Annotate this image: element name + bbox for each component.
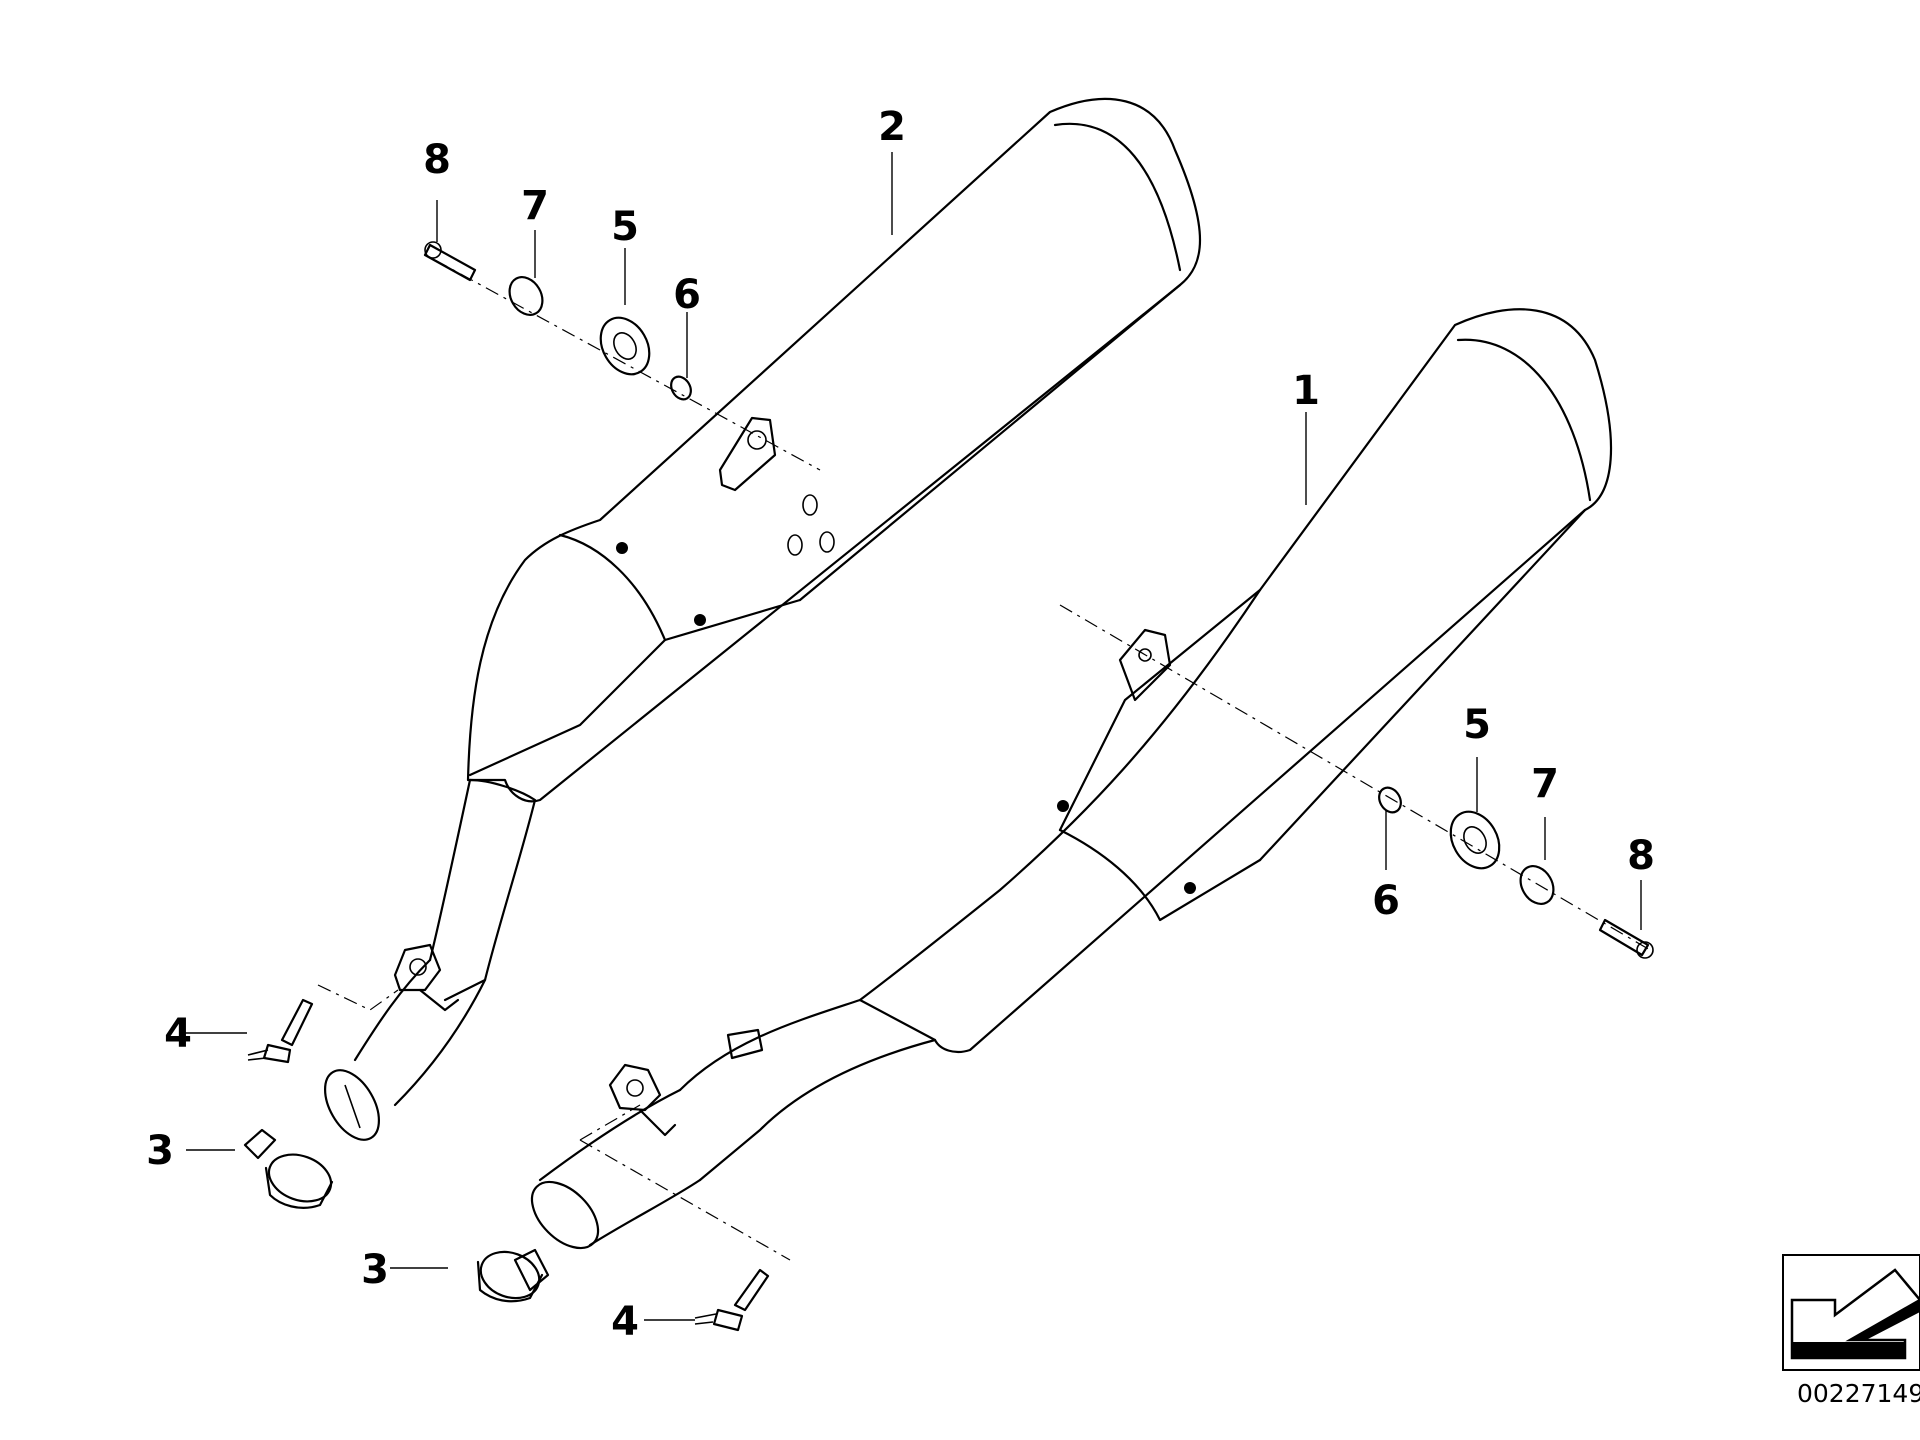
muffler-part-1 bbox=[530, 308, 1613, 1250]
callout-3-left: 3 bbox=[146, 1128, 174, 1174]
callout-5-right: 5 bbox=[1463, 702, 1491, 748]
callout-7-left: 7 bbox=[521, 183, 549, 229]
stud-part-4-left bbox=[247, 998, 314, 1064]
callout-5-left: 5 bbox=[611, 204, 639, 250]
callout-4-right: 4 bbox=[611, 1299, 639, 1345]
leader-lines bbox=[182, 152, 1642, 1321]
clamp-part-3-right bbox=[476, 1248, 550, 1303]
diagram-reference-number: 00227149 bbox=[1797, 1379, 1920, 1408]
muffler-part-2 bbox=[323, 97, 1201, 1141]
callout-labels: 2 1 8 7 5 6 5 7 8 6 4 3 3 4 bbox=[146, 104, 1655, 1345]
mount-stack-lower bbox=[1059, 604, 1654, 959]
callout-1: 1 bbox=[1292, 368, 1320, 414]
callout-2: 2 bbox=[878, 104, 906, 150]
orientation-indicator bbox=[1782, 1254, 1920, 1371]
callout-8-right: 8 bbox=[1627, 833, 1655, 879]
callout-6-left: 6 bbox=[673, 272, 701, 318]
callout-8-left: 8 bbox=[423, 137, 451, 183]
callout-4-left: 4 bbox=[164, 1011, 192, 1057]
clamp-part-3-left bbox=[243, 1128, 334, 1209]
mount-stack-upper bbox=[423, 241, 821, 471]
stud-part-4-right bbox=[694, 1268, 770, 1332]
callout-3-right: 3 bbox=[361, 1247, 389, 1293]
assembly-lines bbox=[317, 984, 791, 1261]
callout-6-right: 6 bbox=[1372, 878, 1400, 924]
callout-7-right: 7 bbox=[1531, 761, 1559, 807]
